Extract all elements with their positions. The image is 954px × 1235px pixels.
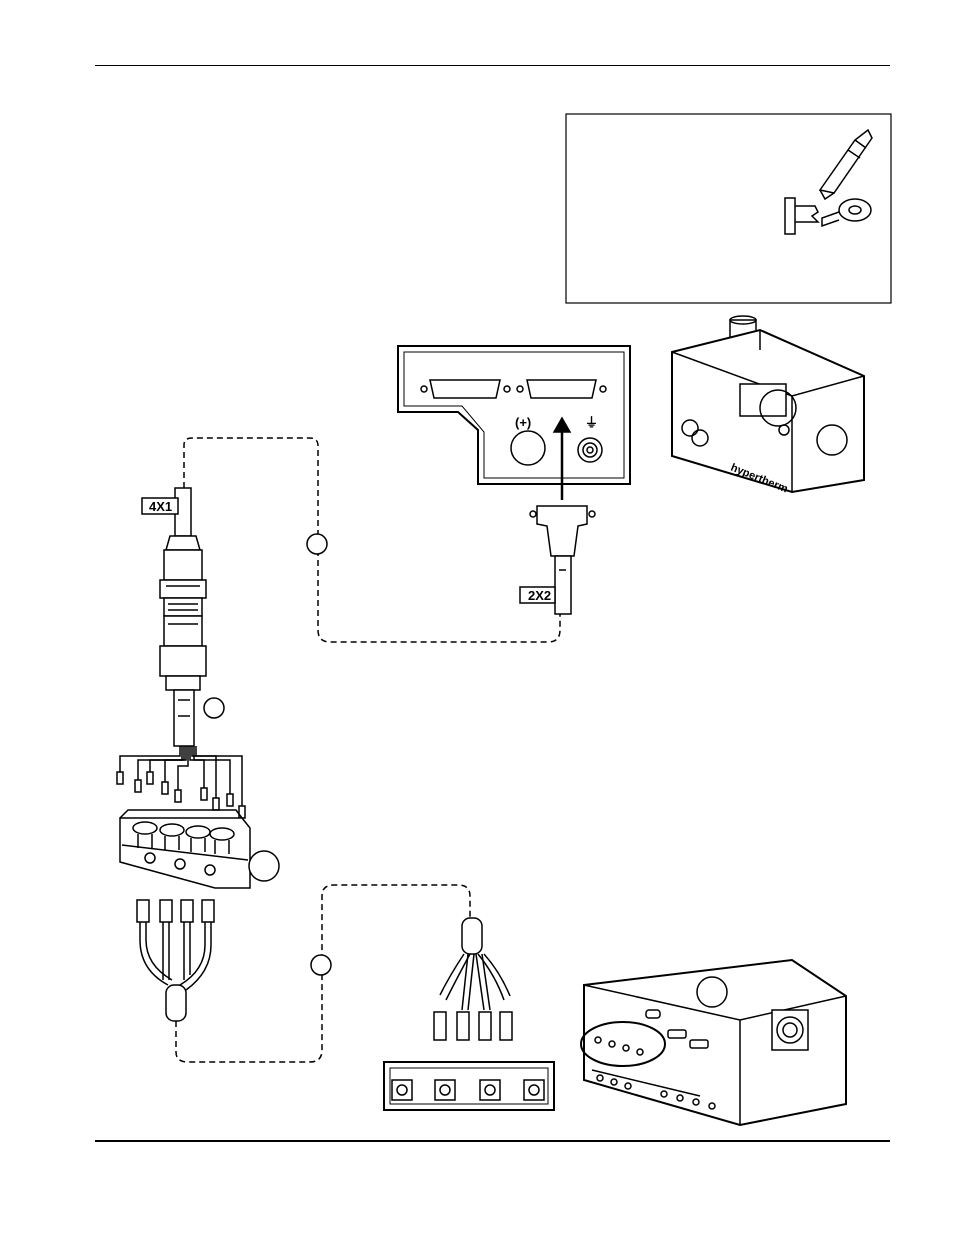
rear-panel: (+) ⏚ [398, 346, 630, 500]
cable-marker-icon [785, 198, 818, 234]
callout-3 [249, 851, 279, 881]
cable-b-tag: 2X2 [528, 588, 551, 603]
tape-roll-icon [822, 199, 871, 226]
cable-a: 4X1 [117, 488, 245, 818]
cable-a-tag: 4X1 [149, 499, 172, 514]
positive-terminal [511, 431, 545, 465]
cable-b: 2X2 [520, 506, 595, 614]
callout-1 [307, 534, 327, 554]
dashed-route-upper [184, 438, 560, 642]
note-box [566, 114, 891, 303]
solenoid-manifold [120, 810, 279, 888]
callout-2 [204, 698, 224, 718]
hose-bundle-right [434, 918, 512, 1040]
callout-6 [697, 977, 727, 1007]
ground-icon: ⏚ [585, 415, 598, 430]
fitting-panel [384, 1062, 554, 1110]
polarity-symbol: (+) [515, 415, 531, 430]
hose-bundle-left [137, 900, 214, 1021]
callout-4 [311, 955, 331, 975]
callout-5 [817, 425, 847, 455]
gas-console: hypertherm [672, 316, 864, 496]
d-sub-connector-right [517, 380, 606, 398]
ground-terminal [578, 438, 602, 462]
d-sub-connector-left [421, 380, 510, 398]
power-supply [581, 960, 846, 1125]
pen-icon [820, 130, 872, 199]
